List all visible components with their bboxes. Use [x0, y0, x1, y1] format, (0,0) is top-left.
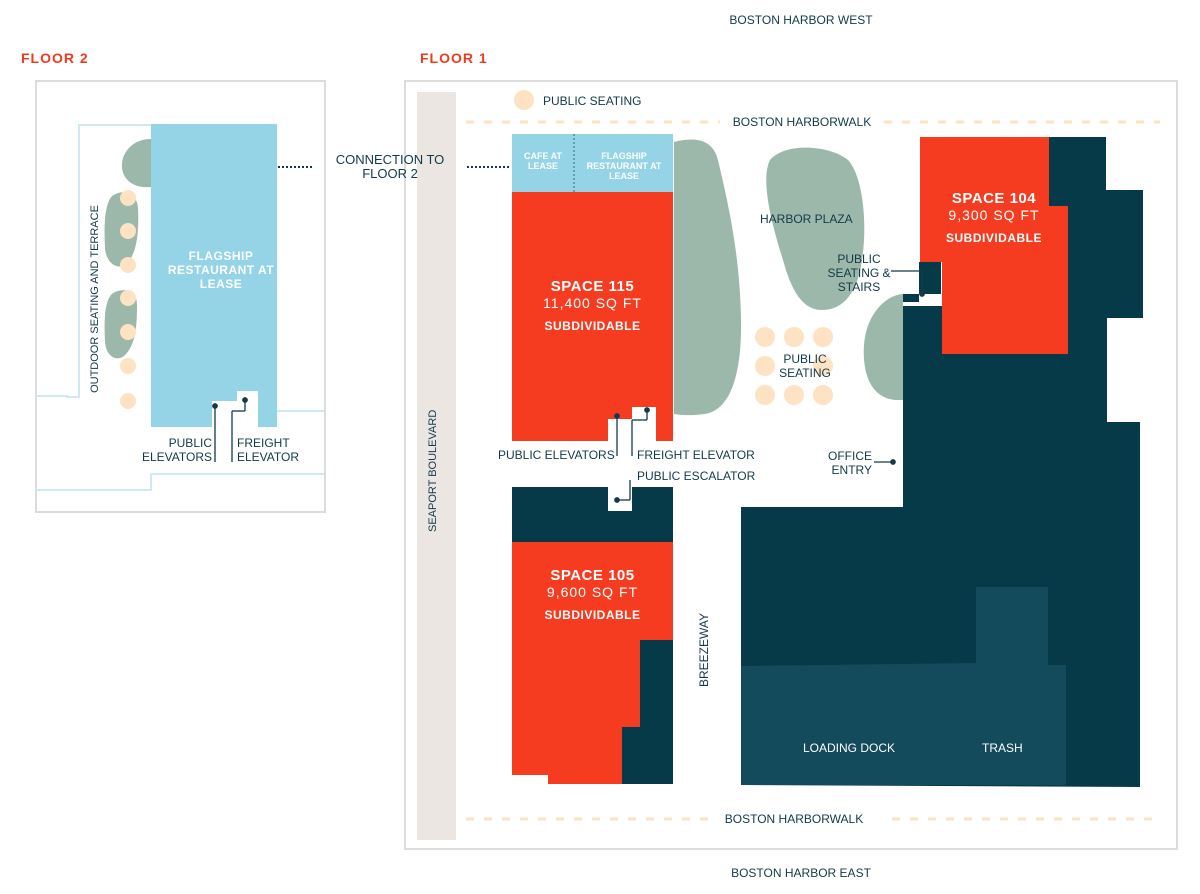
floor1-public-escalator-label: PUBLIC ESCALATOR [637, 469, 756, 483]
space-115-block [512, 192, 673, 441]
floor1-planter-harbor-plaza [766, 147, 865, 310]
floor2-elevator-leaders [212, 397, 248, 462]
floor1-mid-seating-dots [755, 327, 833, 405]
space-105-dark-corner [622, 640, 673, 784]
seat-dot [120, 324, 136, 340]
harborwalk-north-label: BOSTON HARBORWALK [732, 115, 872, 129]
floor1-planter-east [863, 294, 903, 400]
seat-dot [813, 327, 833, 347]
compass-south-label: BOSTON HARBOR EAST [731, 866, 871, 880]
floor2-public-elevators-label: PUBLIC ELEVATORS [141, 436, 212, 464]
space-105-size: 9,600 SQ FT [546, 584, 639, 600]
office-entry-label: OFFICE ENTRY [828, 449, 872, 477]
floor1-planter-west [674, 139, 742, 416]
seat-dot [120, 393, 136, 409]
seat-dot [755, 327, 775, 347]
harborwalk-south-label: BOSTON HARBORWALK [724, 812, 864, 826]
flagship-floor1-label: FLAGSHIP RESTAURANT AT LEASE [586, 151, 662, 181]
space-105-block [512, 542, 673, 784]
public-seating-top-label: PUBLIC SEATING [543, 94, 642, 108]
public-seating-stairs-label: PUBLIC SEATING & STAIRS [827, 252, 891, 294]
floor2-seating-dots [120, 190, 136, 409]
space-115-title: SPACE 115 [550, 278, 635, 295]
seaport-boulevard-label: SEAPORT BOULEVARD [427, 409, 439, 532]
space-104-title: SPACE 104 [951, 190, 1037, 207]
space-105-title: SPACE 105 [550, 567, 635, 584]
floor2-terrace-label: OUTDOOR SEATING AND TERRACE [89, 205, 101, 393]
floor1-public-elevators-label: PUBLIC ELEVATORS [498, 448, 615, 462]
harbor-plaza-label: HARBOR PLAZA [760, 212, 853, 226]
floor1-leader-lines [614, 270, 925, 503]
trash-label: TRASH [982, 741, 1023, 755]
seat-dot [120, 358, 136, 374]
space-104-label: SPACE 104 9,300 SQ FT SUBDIVIDABLE [910, 190, 1078, 247]
space-115-note: SUBDIVIDABLE [544, 319, 641, 333]
floor2-frame [35, 80, 326, 513]
space-104-block [920, 137, 1068, 354]
seat-dot [755, 385, 775, 405]
floor1-freight-elevator-label: FREIGHT ELEVATOR [637, 448, 755, 462]
seat-dot [813, 356, 833, 376]
seat-dot [120, 290, 136, 306]
cafe-block [512, 134, 574, 192]
connection-label: CONNECTION TO FLOOR 2 [335, 152, 445, 181]
loading-dock-label: LOADING DOCK [803, 741, 896, 755]
seat-dot [755, 356, 775, 376]
space-104-note: SUBDIVIDABLE [945, 231, 1042, 245]
floor1-frame [404, 80, 1178, 850]
space-105-label: SPACE 105 9,600 SQ FT SUBDIVIDABLE [512, 567, 673, 624]
seat-dot [120, 257, 136, 273]
floor2-restaurant-block [151, 124, 277, 427]
public-seating-mid-label: PUBLIC SEATING [779, 352, 831, 380]
space-115-label: SPACE 115 11,400 SQ FT SUBDIVIDABLE [512, 278, 673, 335]
seat-dot [813, 385, 833, 405]
floor2-planter-low [104, 290, 137, 359]
space-115-size: 11,400 SQ FT [543, 295, 642, 311]
seat-dot [120, 223, 136, 239]
breezeway-label: BREEZEWAY [697, 613, 711, 688]
floor2-terrace-outline [36, 124, 151, 398]
seat-dot [120, 190, 136, 206]
floor2-heading: FLOOR 2 [21, 50, 89, 66]
seat-dot [784, 385, 804, 405]
seat-dot [514, 90, 534, 110]
space-105-cap [512, 487, 673, 542]
seat-dot [784, 327, 804, 347]
floor1-heading: FLOOR 1 [420, 50, 488, 66]
floor2-freight-elevator-label: FREIGHT ELEVATOR [237, 436, 300, 464]
flagship-block [574, 134, 673, 192]
space-105-note: SUBDIVIDABLE [544, 608, 641, 622]
floor2-restaurant-label: FLAGSHIP RESTAURANT AT LEASE [167, 249, 275, 291]
compass-north-label: BOSTON HARBOR WEST [729, 13, 873, 27]
loading-dock-area [741, 587, 1066, 785]
space-104-size: 9,300 SQ FT [948, 207, 1040, 223]
seaport-boulevard-strip [417, 92, 456, 840]
floor2-bottom-outline [36, 473, 324, 491]
cafe-label: CAFE AT LEASE [524, 151, 562, 171]
floor2-planter-top [121, 139, 151, 188]
